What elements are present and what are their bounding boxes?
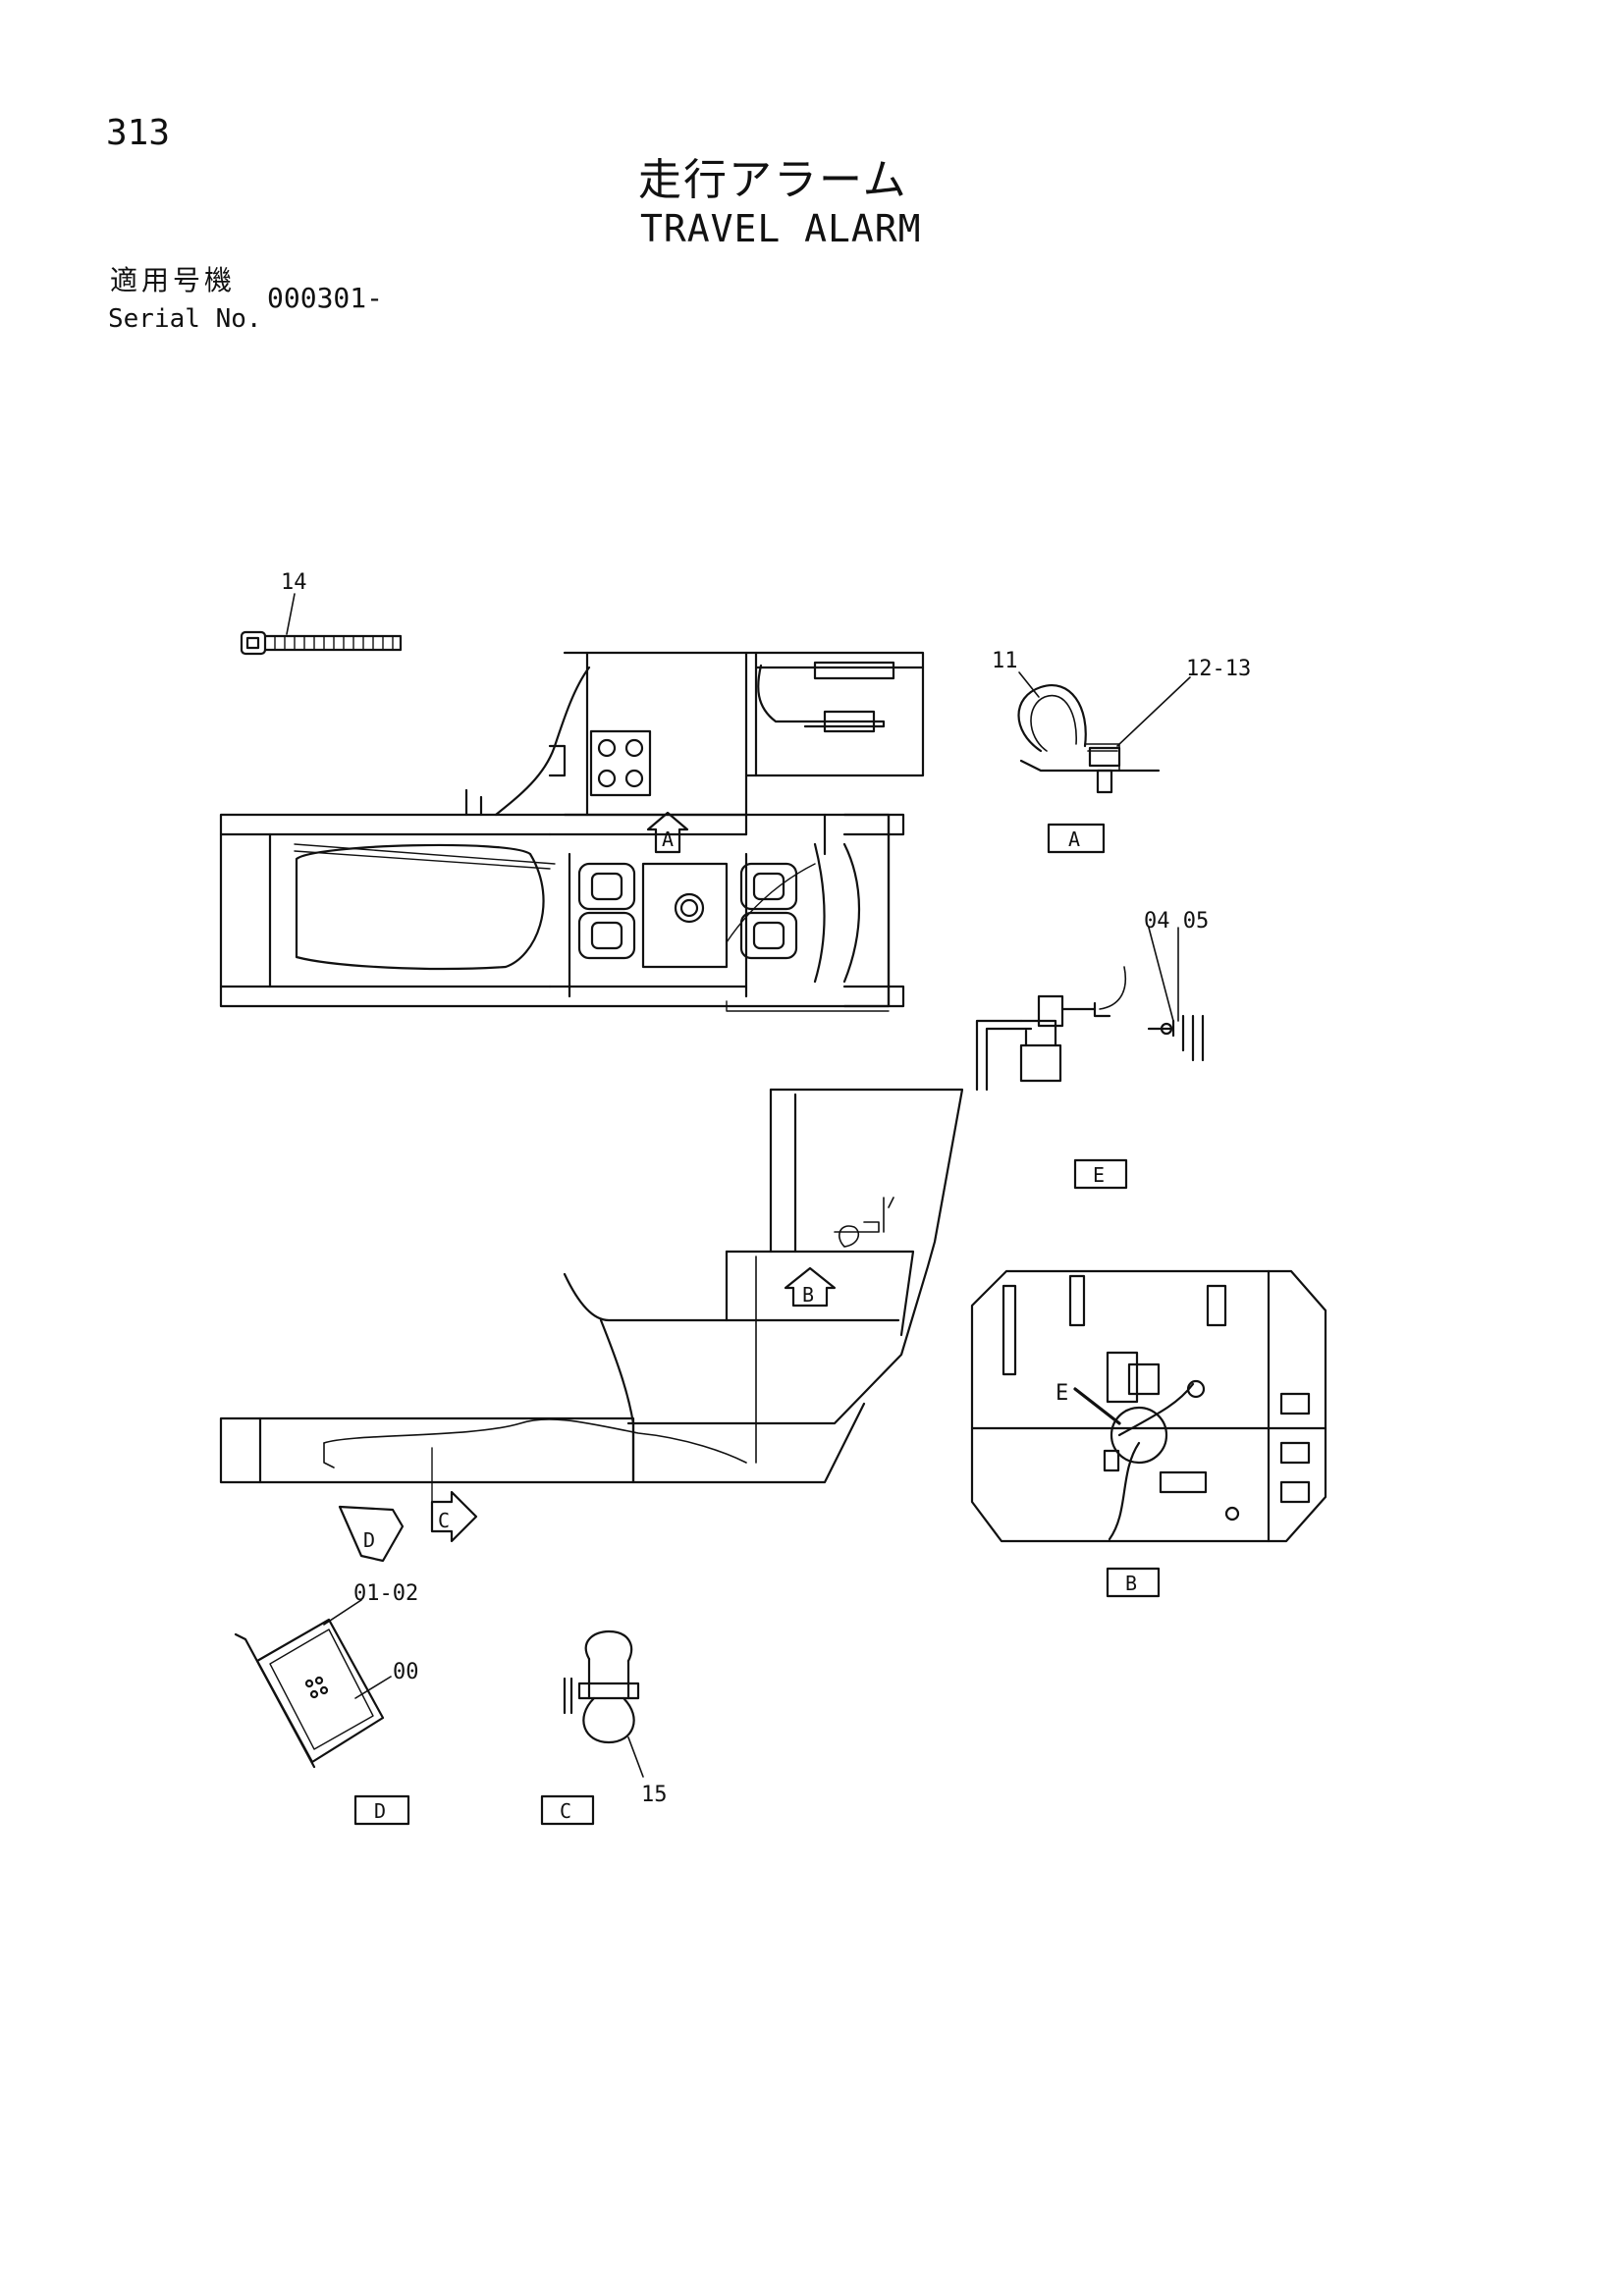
detail-box-c-label: C — [560, 1799, 571, 1823]
view-marker-c: C — [438, 1509, 450, 1532]
detail-box-b — [1106, 1567, 1161, 1598]
panel-detail-b — [970, 1269, 1327, 1543]
connector-detail-e — [975, 927, 1205, 1092]
callout-15: 15 — [641, 1783, 668, 1807]
callout-12-13: 12-13 — [1186, 657, 1251, 681]
detail-box-a-label: A — [1068, 828, 1080, 851]
detail-box-b-label: B — [1125, 1572, 1137, 1595]
cable-tie-part-14 — [240, 593, 403, 656]
detail-box-e-label: E — [1093, 1163, 1105, 1187]
callout-11: 11 — [992, 649, 1018, 673]
detail-box-a — [1047, 823, 1106, 854]
clip-detail-c — [563, 1629, 644, 1778]
serial-label-en: Serial No. — [108, 304, 262, 334]
lower-frame-side-view — [219, 1088, 964, 1563]
upper-frame-top-view — [219, 651, 925, 1012]
view-marker-a: A — [662, 828, 674, 851]
detail-box-d — [353, 1794, 410, 1826]
page-number: 313 — [106, 113, 171, 153]
detail-box-c — [540, 1794, 595, 1826]
callout-00: 00 — [393, 1660, 419, 1684]
detail-box-d-label: D — [374, 1799, 386, 1823]
detail-box-e — [1073, 1158, 1128, 1190]
view-marker-d: D — [363, 1528, 375, 1552]
serial-number-value: 000301- — [267, 282, 384, 314]
callout-e-pointer: E — [1056, 1381, 1068, 1406]
clamp-detail-a — [1017, 671, 1191, 794]
serial-label-jp: 適用号機 — [110, 264, 237, 296]
page-title-jp: 走行アラーム — [638, 155, 908, 205]
callout-01-02: 01-02 — [353, 1581, 418, 1606]
page-title-en: TRAVEL ALARM — [640, 207, 922, 250]
view-marker-b: B — [802, 1283, 814, 1307]
alarm-unit-detail-d — [234, 1599, 392, 1769]
callout-14: 14 — [281, 570, 307, 595]
callout-04-05: 04 05 — [1144, 909, 1209, 934]
